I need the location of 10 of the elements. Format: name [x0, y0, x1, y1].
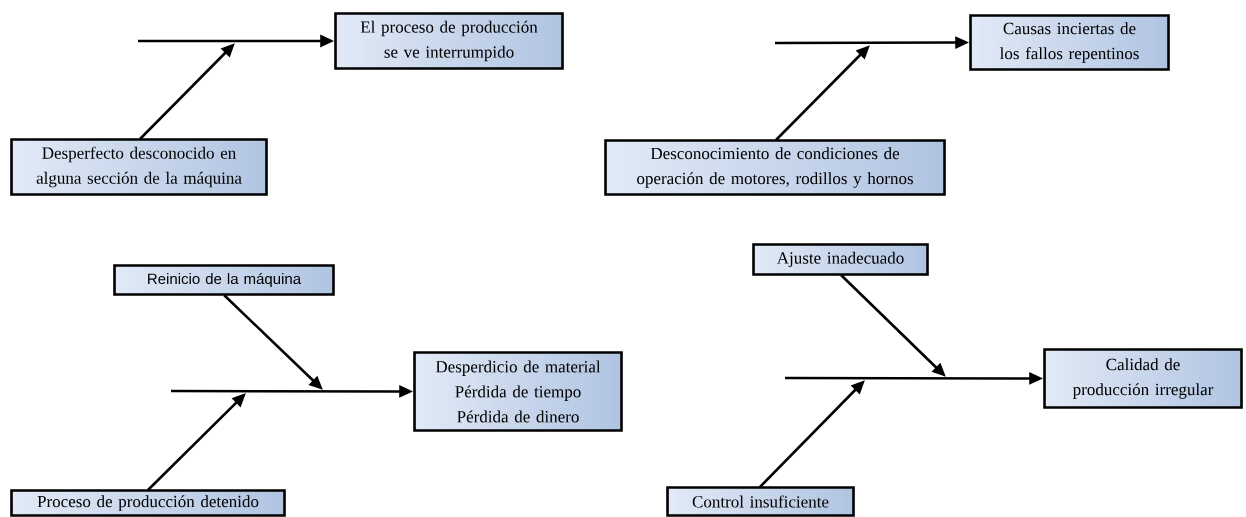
cause-box: Calidad de producción irregular — [1043, 348, 1243, 409]
cause-box: Causas inciertas de los fallos repentinos — [969, 14, 1170, 71]
cause-box: Reinicio de la máquina — [113, 264, 335, 296]
cause-box: Ajuste inadecuado — [752, 243, 929, 276]
cause-box: Desperdicio de material Pérdida de tiempo Pérdida de dinero — [413, 351, 623, 432]
cause-box: Desconocimiento de condiciones de operación de motores, rodillos y hornos — [604, 139, 946, 196]
cause-box: El proceso de producción se ve interrumpido — [334, 12, 564, 70]
cause-box: Desperfecto desconocido en alguna sección de la máquina — [10, 138, 268, 196]
cause-box: Proceso de producción detenido — [10, 489, 286, 517]
cause-box: Control insuficiente — [666, 486, 855, 517]
